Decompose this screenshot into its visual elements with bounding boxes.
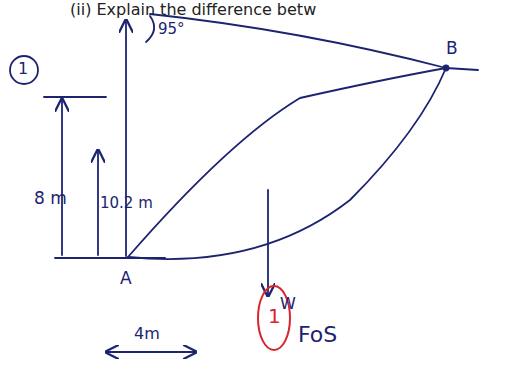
angle-label: 95°	[158, 22, 185, 37]
question-text: (ii) Explain the difference betw	[70, 2, 316, 18]
dimension-label: 4m	[134, 326, 160, 342]
dimension-label: 8 m	[34, 190, 67, 207]
mark-number: 1	[268, 306, 281, 326]
weight-label: W	[280, 296, 296, 312]
dimension-label: 10.2 m	[100, 196, 153, 211]
point-label: A	[120, 270, 132, 287]
callout-number: 1	[18, 61, 28, 77]
point-label: B	[446, 40, 458, 57]
factor-label: FoS	[298, 324, 337, 346]
